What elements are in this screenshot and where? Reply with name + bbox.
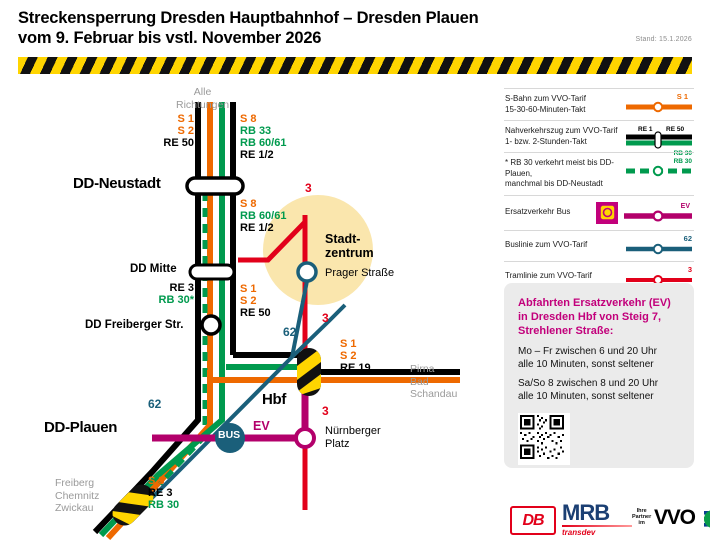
legend-text-rb30: * RB 30 verkehrt meist bis DD-Plauen, ma… — [505, 158, 614, 188]
header: Streckensperrung Dresden Hauptbahnhof – … — [18, 8, 692, 48]
legend-symbol-nahverkehr: RE 1 RE 50 RB 30 — [622, 121, 694, 157]
destination-label-east: Pirna Bad Schandau — [410, 363, 458, 400]
map-svg — [92, 102, 460, 541]
mrb-logo-text: MRB — [562, 500, 610, 525]
bus-label-upper: 62 — [283, 325, 297, 339]
area-label-stadtzentrum: Stadt- zentrum — [325, 232, 374, 260]
closure-marker-hbf — [297, 348, 321, 396]
logo-bar: DB MRB transdev Ihre Partner im VVO — [504, 500, 710, 540]
line-label-north-left: S 1 S 2 RE 50 — [163, 113, 194, 149]
transdev-logo-text: transdev — [562, 527, 596, 537]
station-marker-nuernberger-platz — [294, 427, 316, 449]
page-title-line2: vom 9. Februar bis vstl. November 2026 — [18, 29, 322, 47]
svg-text:62: 62 — [684, 234, 692, 243]
station-label-freiberger: DD Freiberger Str. — [85, 319, 184, 331]
ev-label: EV — [253, 419, 270, 433]
line-label-neustadt-right: S 8 RB 60/61 RE 1/2 — [240, 198, 287, 234]
svg-text:S 1: S 1 — [677, 92, 688, 101]
info-box: Abfahrten Ersatzverkehr (EV) in Dresden … — [504, 283, 694, 468]
legend-text-bus: Buslinie zum VVO-Tarif — [505, 240, 588, 250]
closure-marker-plauen — [107, 484, 159, 526]
tram-label-top: 3 — [305, 181, 312, 195]
legend-text-tram: Tramlinie zum VVO-Tarif — [505, 271, 592, 281]
legend-row-nahverkehr: Nahverkehrszug zum VVO-Tarif 1- bzw. 2-S… — [504, 120, 694, 157]
legend-row-rb30: * RB 30 verkehrt meist bis DD-Plauen, ma… — [504, 152, 694, 195]
legend-symbol-sbahn: S 1 — [622, 89, 694, 120]
mrb-logo: MRB transdev — [562, 502, 632, 537]
vvo-logo-text: VVO — [654, 506, 696, 529]
station-label-hbf: Hbf — [262, 391, 287, 408]
vvo-mark-icon — [704, 510, 710, 528]
info-box-weekend-text: Sa/So 8 zwischen 8 und 20 Uhr alle 10 Mi… — [518, 378, 659, 402]
info-box-weekday-text: Mo – Fr zwischen 6 und 20 Uhr alle 10 Mi… — [518, 346, 657, 370]
legend-row-ev: Ersatzverkehr Bus EV — [504, 194, 694, 230]
partner-text: Ihre Partner im — [632, 508, 652, 526]
station-marker-freiberger — [200, 314, 222, 336]
db-logo: DB — [510, 506, 556, 535]
station-marker-neustadt — [185, 176, 245, 196]
station-label-prager-strasse: Prager Straße — [325, 267, 395, 279]
hazard-stripe-bar — [18, 57, 692, 74]
svg-text:3: 3 — [688, 265, 692, 274]
legend: S-Bahn zum VVO-Tarif 15-30-60-Minuten-Ta… — [504, 88, 694, 293]
svg-text:RB 30: RB 30 — [674, 158, 693, 165]
bus-node-label: BUS — [218, 429, 241, 441]
info-box-heading: Abfahrten Ersatzverkehr (EV) in Dresden … — [518, 297, 671, 337]
network-map: Alle Richtungen S 1 S 2 RE 50 S 8 RB 33 … — [0, 80, 500, 558]
qr-code[interactable] — [518, 413, 570, 465]
legend-symbol-ev: EV — [594, 196, 694, 230]
svg-text:EV: EV — [681, 203, 691, 210]
line-label-mitte-right: S 1 S 2 RE 50 — [240, 283, 271, 319]
destination-label-north: Alle Richtungen — [176, 86, 230, 111]
line-label-southwest: S 3 RE 3 RB 30 — [148, 475, 180, 511]
legend-symbol-bus: 62 — [622, 231, 694, 261]
station-marker-mitte — [188, 263, 236, 281]
line-label-hbf-east: S 1 S 2 RE 19 — [340, 338, 371, 374]
legend-row-sbahn: S-Bahn zum VVO-Tarif 15-30-60-Minuten-Ta… — [504, 88, 694, 120]
svg-text:RE 1: RE 1 — [638, 126, 653, 133]
bus-label-lower: 62 — [148, 397, 162, 411]
stand-date: Stand: 15.1.2026 — [635, 36, 692, 43]
tram-label-bottom: 3 — [322, 404, 329, 418]
legend-symbol-tram: 3 — [622, 262, 694, 292]
page-title-line1: Streckensperrung Dresden Hauptbahnhof – … — [18, 9, 479, 27]
line-label-north-right: S 8 RB 33 RB 60/61 RE 1/2 — [240, 113, 287, 161]
mrb-logo-rule — [562, 525, 632, 527]
bus-node-marker — [215, 423, 245, 453]
legend-row-bus: Buslinie zum VVO-Tarif 62 — [504, 229, 694, 261]
station-label-neustadt: DD-Neustadt — [73, 175, 161, 192]
svg-text:RE 50: RE 50 — [666, 126, 684, 133]
station-label-nuernberger-platz: Nürnberger Platz — [325, 425, 381, 450]
line-label-mitte-left: RE 3 RB 30* — [158, 282, 194, 306]
station-label-mitte: DD Mitte — [130, 263, 177, 275]
tram-label-mid: 3 — [322, 311, 329, 325]
svg-text:RB 30: RB 30 — [674, 150, 693, 157]
station-label-plauen: DD-Plauen — [44, 419, 118, 436]
city-centre-halo — [263, 195, 373, 305]
destination-label-southwest: Freiberg Chemnitz Zwickau — [55, 477, 100, 514]
legend-symbol-rb30: RB 30 — [622, 153, 694, 195]
legend-text-nahverkehr: Nahverkehrszug zum VVO-Tarif 1- bzw. 2-S… — [505, 126, 618, 146]
legend-text-sbahn: S-Bahn zum VVO-Tarif 15-30-60-Minuten-Ta… — [505, 94, 586, 114]
accessible-bus-icon — [596, 201, 618, 224]
legend-text-ev: Ersatzverkehr Bus — [505, 207, 571, 217]
